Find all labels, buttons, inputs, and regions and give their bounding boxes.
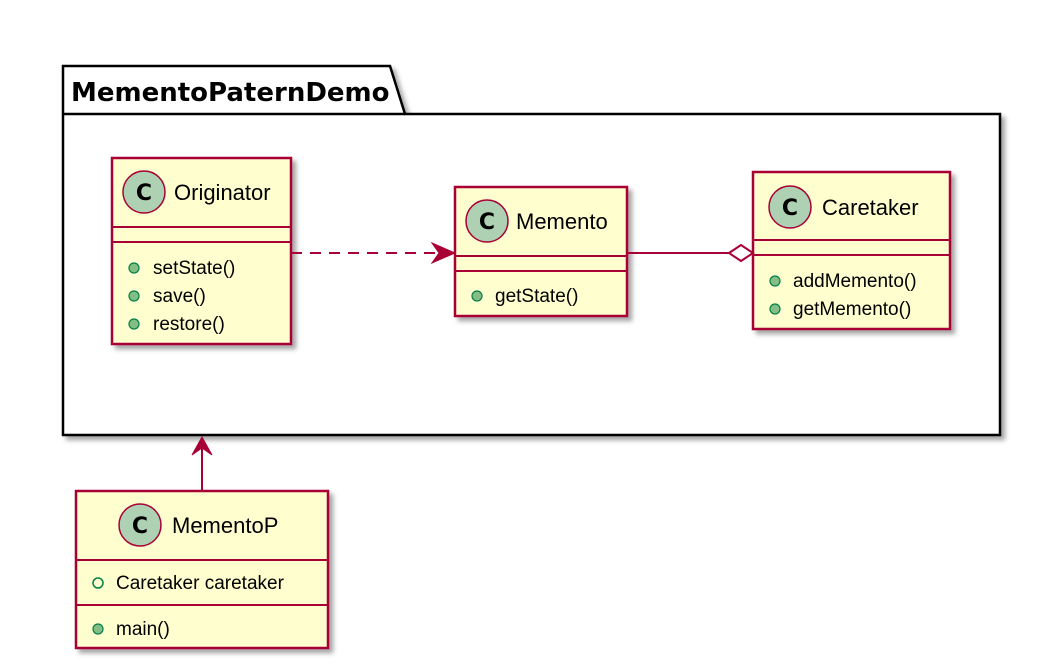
method: main() [116,619,170,640]
public-method-icon [92,623,104,635]
arrowhead-icon [191,435,213,456]
public-method-icon [128,318,140,330]
field: Caretaker caretaker [116,573,285,594]
class-mementop[interactable]: C MementoP Caretaker caretaker main() [74,489,330,650]
aggregation-diamond-icon [727,243,755,263]
class-box [74,489,330,650]
class-spot-icon [122,170,166,214]
method: addMemento() [793,271,917,292]
class-stereotype: C [782,196,798,221]
public-method-icon [128,290,140,302]
package-title: MementoPaternDemo [71,78,390,108]
class-name: MementoP [172,513,278,538]
class-stereotype: C [132,514,148,539]
public-method-icon [769,303,781,315]
method: getMemento() [793,299,911,320]
public-method-icon [128,262,140,274]
method: save() [153,286,206,307]
class-caretaker[interactable]: C Caretaker addMemento() getMemento() [751,170,952,331]
method: restore() [153,314,225,335]
class-spot-icon [768,185,812,229]
class-originator[interactable]: C Originator setState() save() restore() [110,156,293,346]
class-stereotype: C [136,181,152,206]
method: setState() [153,258,235,279]
class-spot-icon [465,199,509,243]
public-field-icon [92,577,104,589]
class-name: Caretaker [822,195,919,220]
class-name: Memento [516,209,608,234]
public-method-icon [769,275,781,287]
class-stereotype: C [479,210,495,235]
relation-memento-caretaker-aggregation [627,243,755,263]
open-arrowhead-icon [430,241,457,265]
public-method-icon [471,290,483,302]
class-name: Originator [174,180,271,205]
method: getState() [495,286,578,307]
class-memento[interactable]: C Memento getState() [453,185,629,318]
class-spot-icon [118,503,162,547]
relation-mementop-package-association [191,435,213,491]
relation-originator-memento-dependency [291,241,457,265]
